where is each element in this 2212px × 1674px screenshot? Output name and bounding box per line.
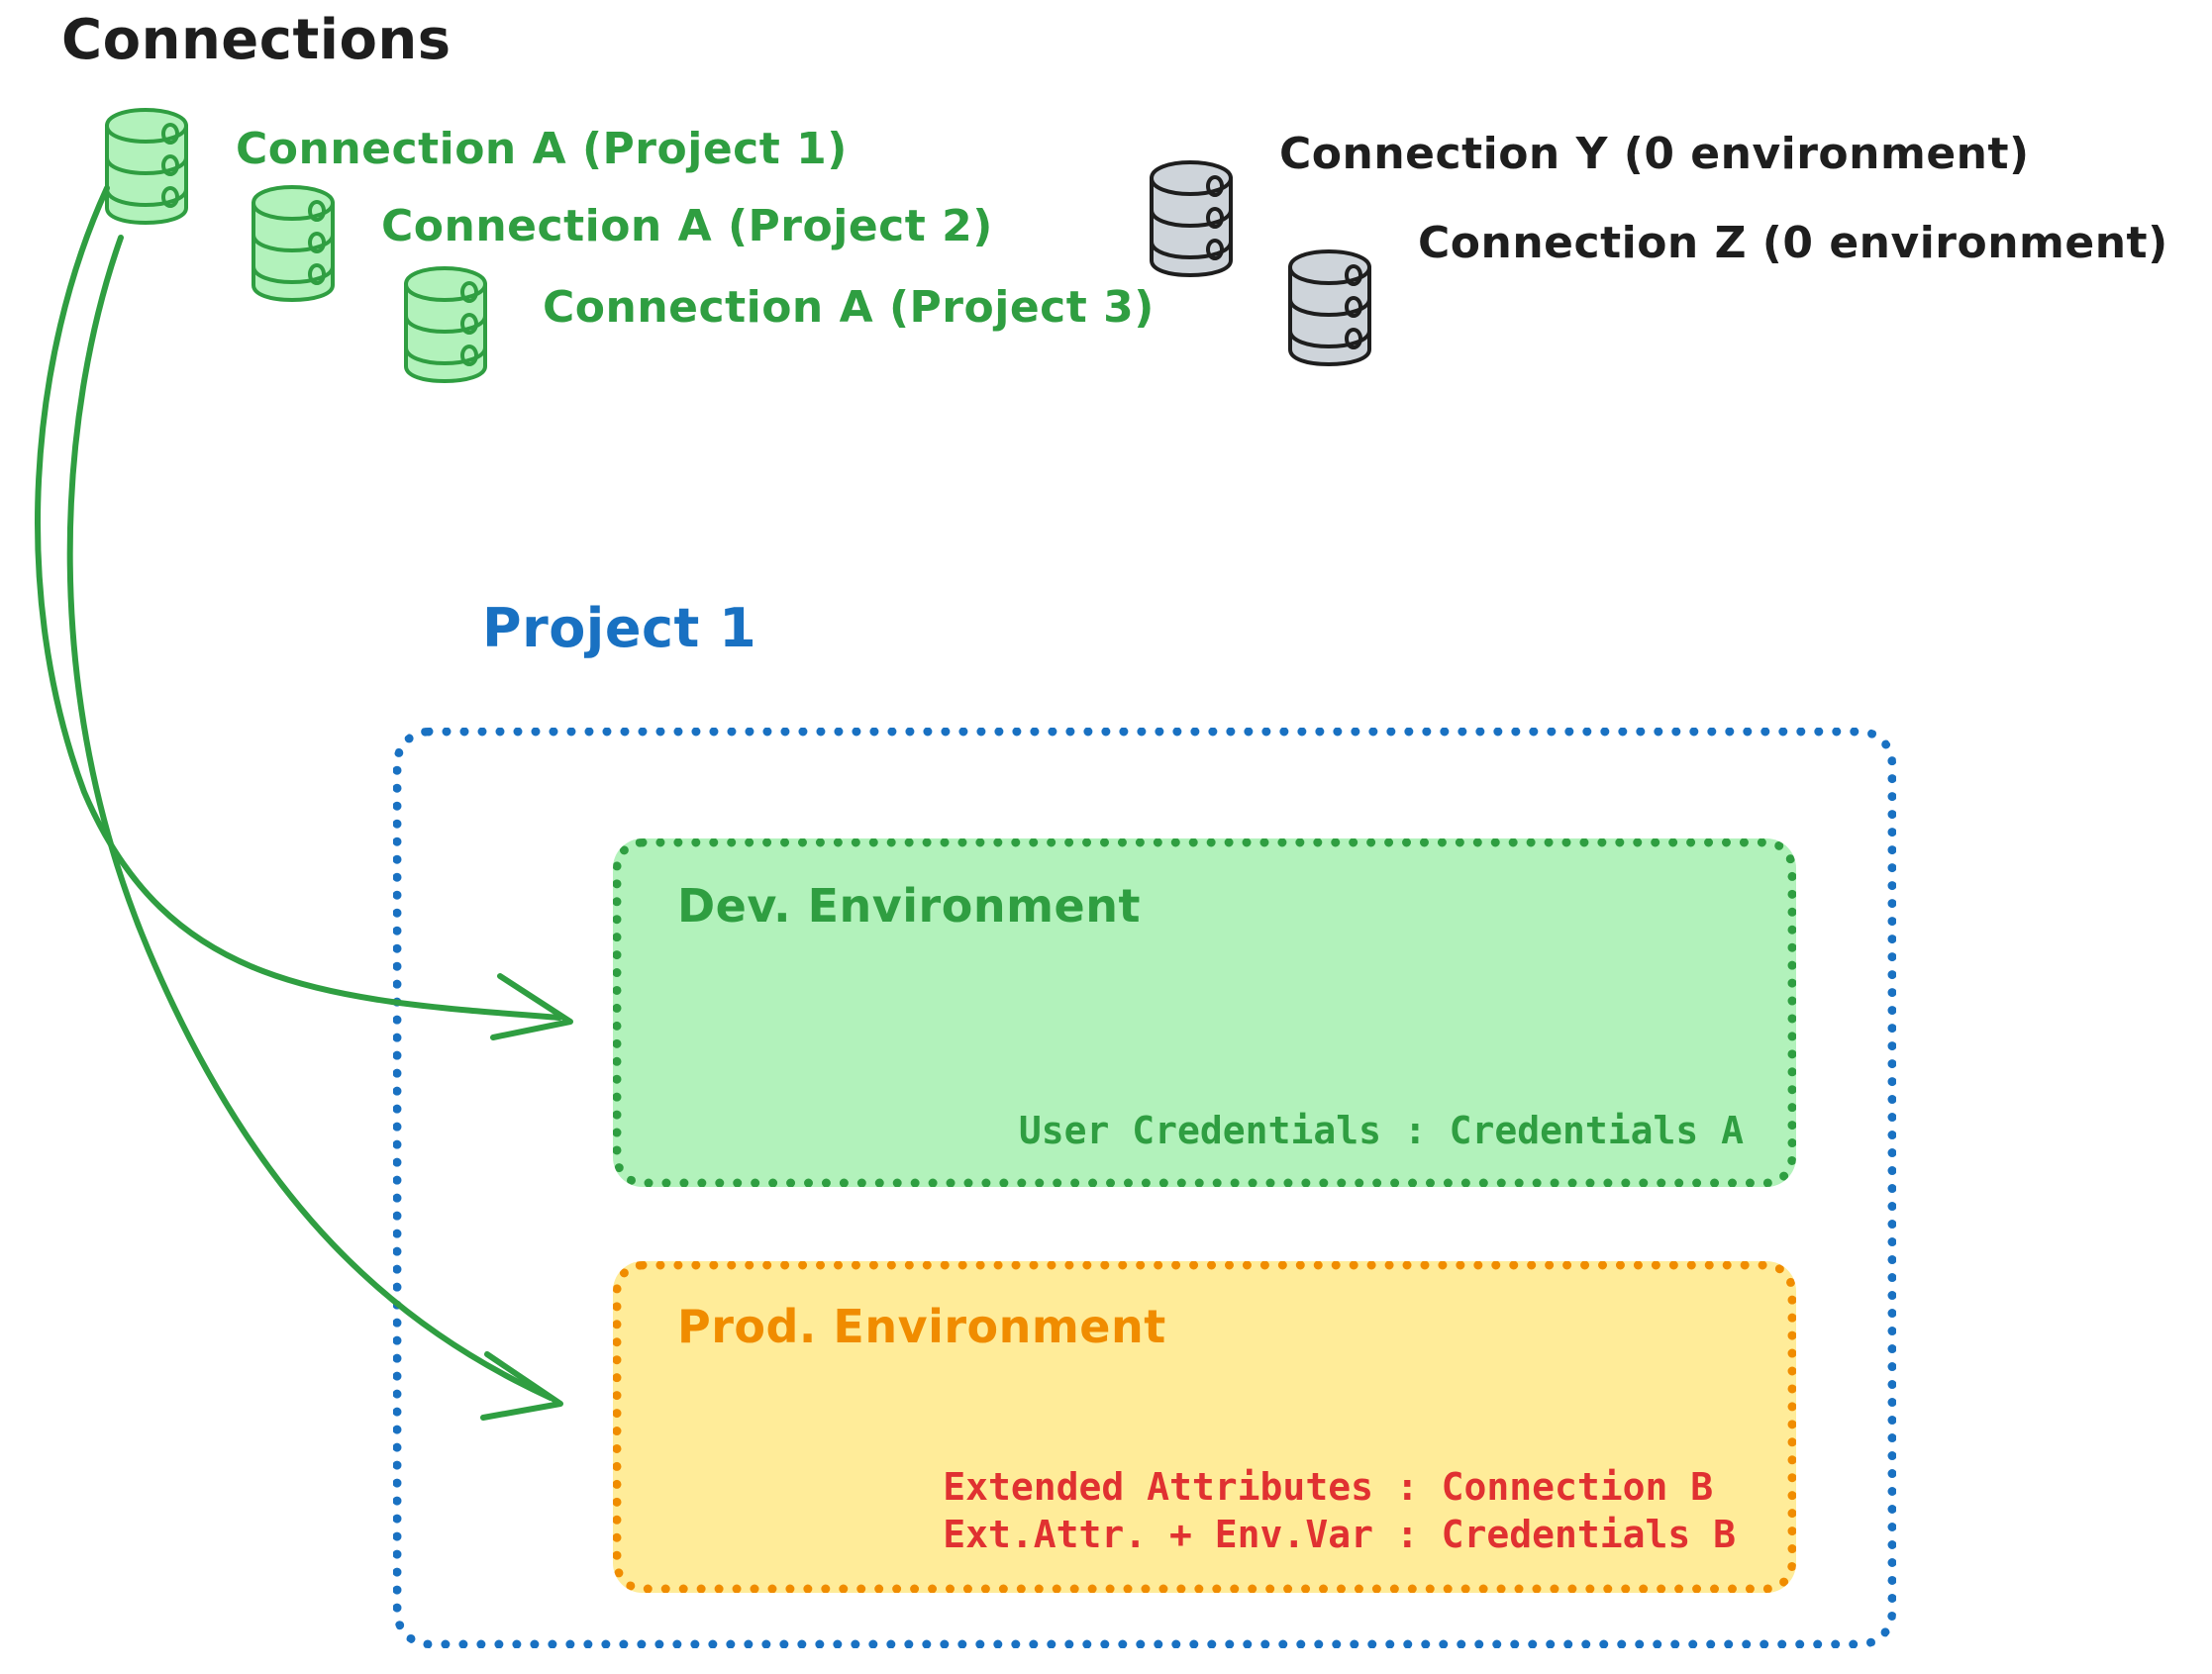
- database-cylinder-icon: [246, 181, 345, 309]
- connection-label-a-project-1: Connection A (Project 1): [236, 124, 848, 174]
- connection-label-a-project-2: Connection A (Project 2): [381, 201, 993, 251]
- database-cylinder-icon: [398, 262, 497, 390]
- dev-environment-entry: User Credentials : Credentials A: [1018, 1109, 1744, 1152]
- connection-label-y: Connection Y (0 environment): [1279, 129, 2030, 179]
- prod-environment-entry: Extended Attributes : Connection B: [943, 1465, 1714, 1509]
- database-cylinder-icon: [1144, 156, 1243, 284]
- connection-label-a-project-3: Connection A (Project 3): [543, 282, 1155, 333]
- dev-environment-title: Dev. Environment: [677, 879, 1141, 933]
- dev-environment-box: Dev. Environment User Credentials : Cred…: [613, 838, 1796, 1187]
- page-title: Connections: [61, 8, 452, 72]
- prod-environment-title: Prod. Environment: [677, 1300, 1166, 1353]
- database-cylinder-icon: [99, 104, 198, 232]
- project-title: Project 1: [482, 597, 757, 659]
- project-container: Dev. Environment User Credentials : Cred…: [393, 728, 1896, 1648]
- prod-environment-box: Prod. Environment Extended Attributes : …: [613, 1261, 1796, 1593]
- prod-environment-entry: Ext.Attr. + Env.Var : Credentials B: [943, 1512, 1736, 1556]
- prod-environment-entries: Extended Attributes : Connection B Ext.A…: [943, 1464, 1736, 1558]
- connection-label-z: Connection Z (0 environment): [1418, 218, 2168, 268]
- database-cylinder-icon: [1282, 246, 1381, 373]
